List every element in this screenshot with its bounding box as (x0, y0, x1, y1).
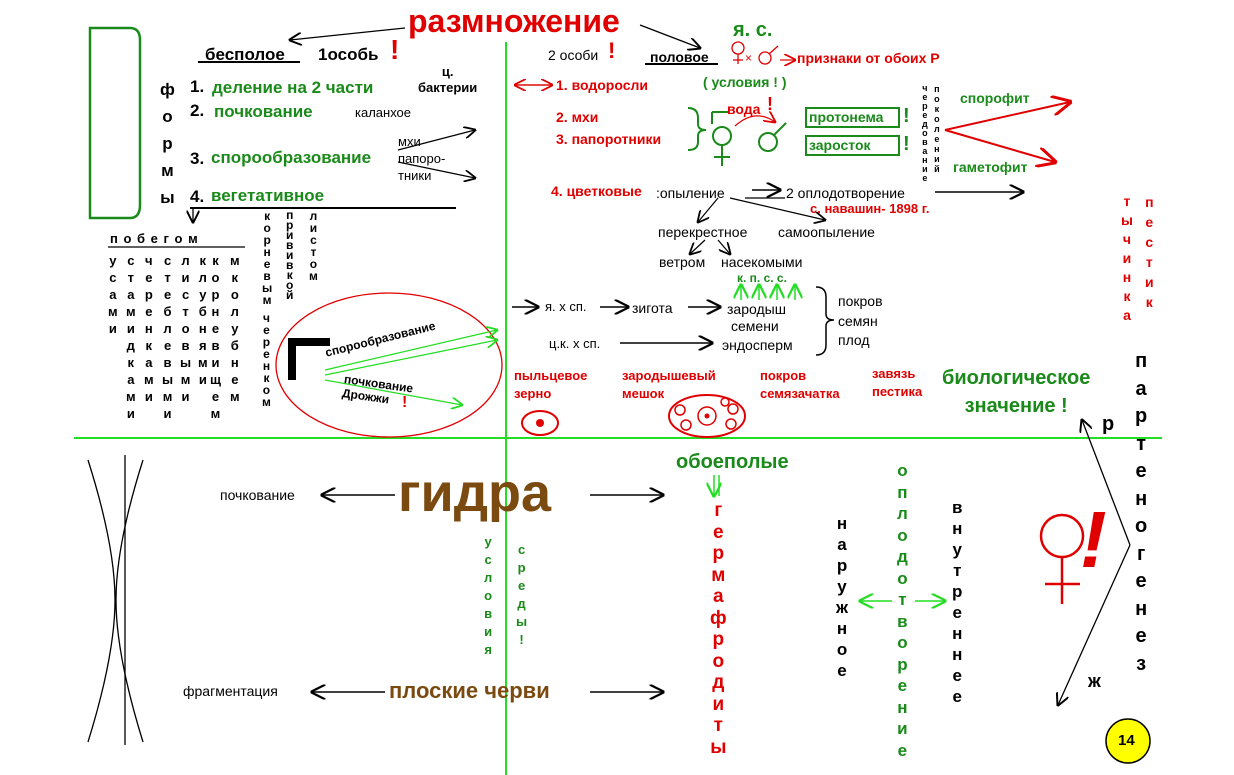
embryo-label: зародыш (727, 301, 786, 317)
form-2-num: 2. (190, 101, 205, 120)
sexual-label: половое (650, 49, 709, 65)
budding-label: почкование (220, 487, 295, 503)
water-excl: ! (767, 94, 773, 114)
cover-label: покров (838, 293, 883, 309)
grafting-label: п р и в и в к о й (286, 208, 294, 302)
protonema-excl: ! (903, 105, 910, 127)
forms-label: ф о р м ы (160, 80, 175, 207)
zh-letter: ж (1088, 671, 1101, 691)
prothallus-excl: ! (903, 133, 910, 155)
conditions-label: ( условия ! ) (703, 74, 787, 90)
form-4-num: 4. (190, 187, 205, 206)
one-individual-label: 1особь (318, 45, 379, 64)
leaf-label: л и с т о м (309, 209, 318, 283)
generations-label: п о к о л е н и й (934, 84, 940, 174)
external-label: н а р у ж н о е (836, 514, 849, 680)
form-2-text: почкование (214, 102, 313, 121)
wind-label: ветром (659, 254, 706, 270)
spore-organisms-label: мхи папоро- тники (398, 134, 446, 183)
flowering-label: 4. цветковые (551, 183, 642, 199)
shoot-col-6: к л у б н я м и (198, 253, 208, 387)
seeds-label: семян (838, 313, 878, 329)
embryo-sac-label: зародышевый мешок (622, 368, 716, 401)
one-individual-excl: ! (390, 34, 400, 65)
hydra-label: гидра (398, 463, 551, 523)
form-4-text: вегетативное (211, 186, 325, 205)
page-number: 14 (1118, 732, 1135, 749)
fertilization-vertical: о п л о д о т в о р е н и е (897, 461, 908, 760)
two-individuals-label: 2 особи (548, 47, 599, 63)
mosses-label: 2. мхи (556, 109, 599, 125)
ferns-label: 3. папоротники (556, 131, 662, 147)
form-3-text: спорообразование (211, 148, 372, 167)
shoot-col-1: у с а м и (108, 253, 118, 336)
circle-yeast-excl: ! (402, 394, 408, 411)
title: размножение (408, 3, 620, 39)
shoot-col-4: с т е б л е в ы м и (162, 253, 174, 421)
ovary-label: завязь пестика (872, 366, 923, 399)
self-pollination-label: самоопыление (778, 224, 875, 240)
navashin-label: с. навашин- 1898 г. (810, 201, 930, 216)
fragmentation-label: фрагментация (183, 683, 278, 699)
form-1-text: деление на 2 части (212, 78, 374, 97)
internal-label: в н у т р е н н е е (952, 498, 963, 706)
svg-text:×: × (745, 51, 752, 65)
environment-vertical: с р е д ы ! (516, 542, 528, 647)
insects-label: насекомыми (721, 254, 803, 270)
bisexual-label: обоеполые (676, 451, 789, 473)
parthenogenesis-label: п а р т е н о г е н е з (1135, 350, 1148, 675)
central-cell-sperm-label: ц.к. х сп. (549, 336, 601, 351)
shoot-col-2: с т а м и д к а м и (126, 253, 136, 421)
asexual-label: бесполое (205, 45, 285, 64)
flatworms-label: плоские черви (389, 678, 550, 703)
hermaphrodites-label: г е р м а ф р о д и т ы (710, 500, 727, 758)
bacteria-label: ц. бактерии (418, 64, 478, 95)
alternation-label: ч е р е д о в а н и е (922, 83, 928, 183)
shoot-col-5: л и с т о в ы м и (180, 253, 192, 404)
pistil-label: п е с т и к (1145, 194, 1154, 310)
water-label: вода (727, 101, 761, 117)
egg-sperm-label: я. х сп. (545, 299, 587, 314)
kpss-label: к. п. с. с. (737, 271, 787, 285)
shoot-col-7: к о р н е в и щ е м (210, 253, 221, 421)
shoot-col-8: м к о л у б н е м (230, 253, 240, 404)
biological-value-label: биологическое значение ! (942, 367, 1091, 417)
form-3-num: 3. (190, 149, 205, 168)
zygote-label: зигота (632, 300, 673, 316)
pollen-grain-label: пыльцевое зерно (514, 368, 588, 401)
roots-label: к о р н е в ы м (262, 209, 273, 307)
conditions-vertical: у с л о в и я (484, 534, 493, 657)
ovule-cover-label: покров семязачатка (760, 368, 840, 401)
algae-label: 1. водоросли (556, 77, 648, 93)
form-1-num: 1. (190, 77, 205, 96)
double-fertilization-label: 2 оплодотворение (786, 185, 905, 201)
kalanchoe-label: каланхое (355, 105, 412, 120)
stamen-label: т ы ч и н к а (1121, 193, 1133, 323)
signs-both-parents: признаки от обоих Р (797, 50, 940, 66)
prothallus-label: заросток (809, 137, 871, 153)
gametophyte-label: гаметофит (953, 159, 1028, 175)
shoot-col-3: ч е р е н к а м и (144, 253, 154, 404)
red-exclamation: ! (1080, 495, 1107, 584)
shoots-header: п о б е г о м (110, 231, 199, 246)
seed-label: семени (731, 318, 779, 334)
sporophyte-label: спорофит (960, 90, 1030, 106)
protonema-label: протонема (809, 109, 884, 125)
cross-pollination-label: перекрестное (658, 224, 748, 240)
pollination-label: :опыление (656, 185, 725, 201)
ya-s-label: я. с. (733, 19, 773, 41)
endosperm-label: эндосперм (722, 337, 793, 353)
cuttings-label: ч е р е н к о м (262, 311, 271, 409)
fruit-label: плод (838, 332, 870, 348)
r-letter: р (1102, 413, 1115, 435)
two-individuals-excl: ! (608, 38, 616, 63)
